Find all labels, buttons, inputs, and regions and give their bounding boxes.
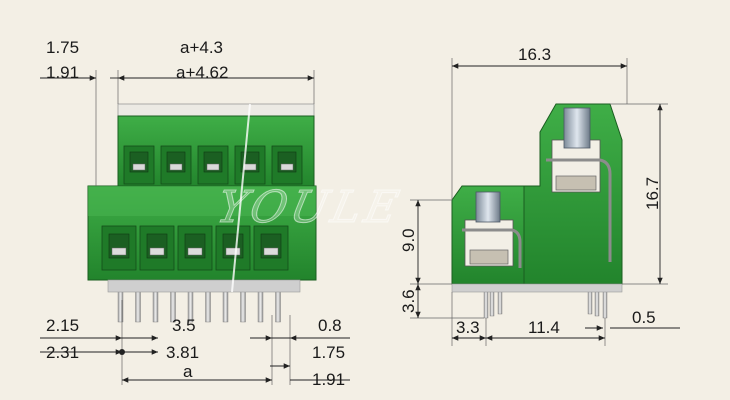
lower-terminals bbox=[101, 225, 289, 271]
upper-terminal bbox=[160, 145, 192, 185]
pin-pitch-label: 3.5 bbox=[172, 316, 196, 335]
lower-tier-face bbox=[88, 186, 316, 216]
upper-terminal bbox=[197, 145, 229, 185]
pitch-label: a+4.3 bbox=[180, 38, 223, 57]
pitch-label-alt: a+4.62 bbox=[176, 63, 228, 82]
lower-terminal bbox=[215, 225, 251, 271]
watermark: YOULE bbox=[213, 182, 407, 232]
margin-label: 1.75 bbox=[46, 38, 79, 57]
front-view bbox=[87, 103, 317, 323]
side-width-label: 16.3 bbox=[518, 45, 551, 64]
end-margin-label: 1.75 bbox=[312, 343, 345, 362]
pin-width-label: 0.8 bbox=[318, 316, 342, 335]
lower-terminal bbox=[139, 225, 175, 271]
lower-terminal bbox=[253, 225, 289, 271]
side-pin-spacing-label: 11.4 bbox=[528, 318, 560, 337]
upper-terminals bbox=[123, 145, 303, 185]
pin-pitch-label-alt: 3.81 bbox=[166, 343, 199, 362]
pin-offset-label-alt: 2.31 bbox=[46, 343, 79, 362]
pin-offset-label: 2.15 bbox=[46, 316, 79, 335]
side-dimensions: 16.3 16.7 9.0 3.6 3.3 11.4 0.5 bbox=[399, 45, 680, 346]
side-pin-thickness-label: 0.5 bbox=[632, 308, 656, 327]
upper-terminal bbox=[123, 145, 155, 185]
lower-terminal bbox=[177, 225, 213, 271]
upper-screw bbox=[563, 107, 591, 149]
base-ledge bbox=[107, 279, 301, 293]
side-height-label: 16.7 bbox=[643, 177, 662, 210]
lower-screw bbox=[475, 191, 501, 223]
front-bottom-dimensions: 2.15 2.31 3.5 3.81 0.8 1.75 1.91 a bbox=[40, 300, 350, 389]
end-margin-label-alt: 1.91 bbox=[312, 370, 345, 389]
side-pin-offset-label: 3.3 bbox=[456, 318, 480, 337]
lower-terminal bbox=[101, 225, 137, 271]
front-top-dimensions: 1.75 1.91 a+4.3 a+4.62 bbox=[40, 38, 315, 186]
upper-terminal bbox=[271, 145, 303, 185]
lower-height-label: 9.0 bbox=[399, 228, 418, 252]
overall-label: a bbox=[183, 362, 193, 381]
margin-label-alt: 1.91 bbox=[46, 63, 79, 82]
upper-terminal bbox=[234, 145, 266, 185]
side-view bbox=[451, 103, 623, 319]
pin-length-label: 3.6 bbox=[399, 289, 418, 313]
